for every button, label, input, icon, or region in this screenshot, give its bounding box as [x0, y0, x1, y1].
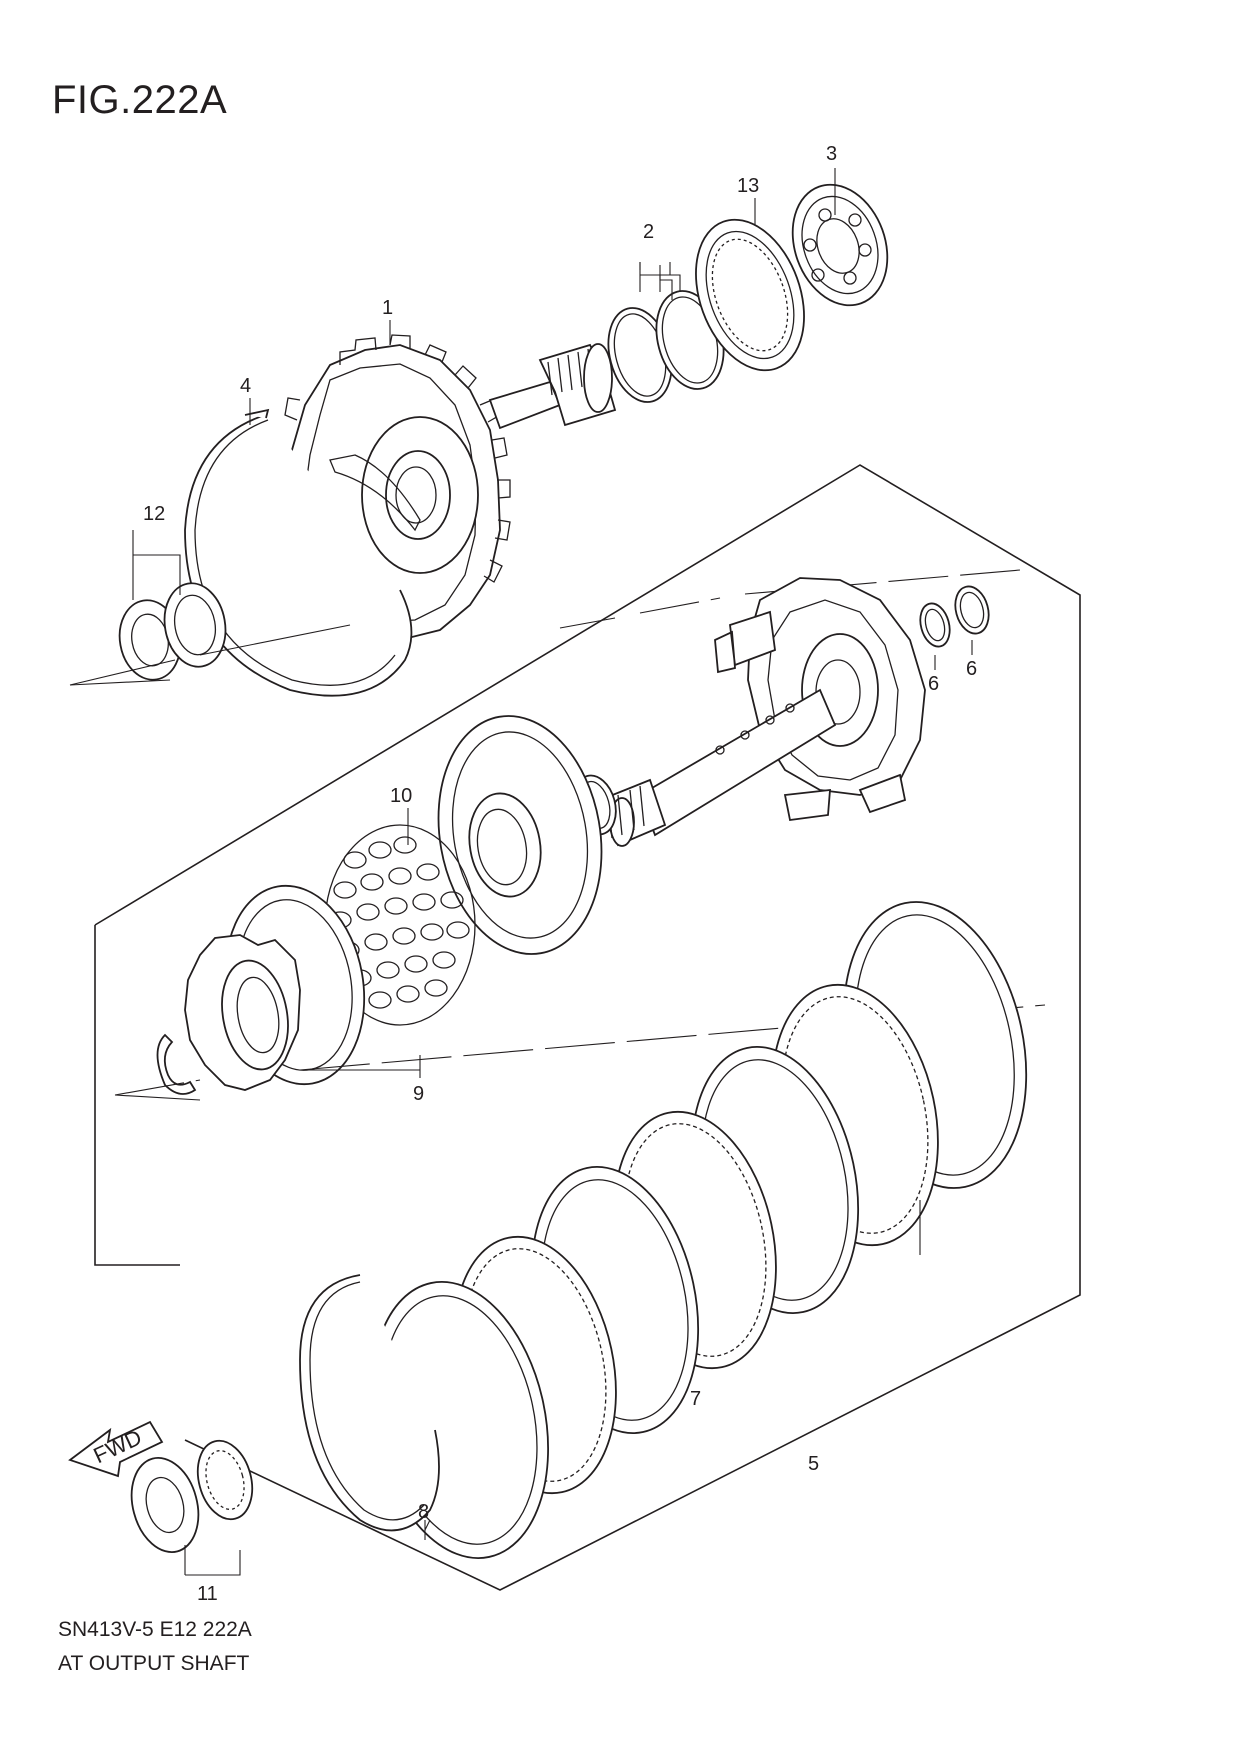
axis-line-upper-left [69, 624, 351, 686]
callout-10: 10 [390, 785, 412, 807]
callout-13: 13 [737, 175, 759, 197]
assembly-frame [94, 464, 1081, 1591]
callout-8: 8 [418, 1501, 429, 1523]
callout-11: 11 [197, 1583, 218, 1605]
part-2-snap-rings [607, 290, 725, 403]
callout-4: 4 [240, 375, 251, 397]
part-9-spring-retainer-hub [184, 884, 366, 1091]
part-12-washers [118, 582, 227, 681]
callout-labels: 1 2 3 4 5 6 6 7 8 9 10 11 12 13 [143, 143, 977, 1605]
figure-title: FIG.222A [52, 78, 228, 122]
callout-6a: 6 [928, 673, 939, 695]
part-13-needle-bearing [695, 218, 805, 372]
callout-6b: 6 [966, 658, 977, 680]
part-clutch-drum-shaft [598, 577, 926, 847]
footer-figure-name: AT OUTPUT SHAFT [58, 1652, 250, 1675]
part-3-ball-bearing [791, 183, 889, 307]
leader-lines [132, 168, 973, 1576]
part-6-o-rings [919, 585, 990, 648]
callout-1: 1 [382, 297, 393, 319]
footer-catalog-code: SN413V-5 E12 222A [58, 1618, 252, 1641]
axis-arrow-middle [114, 1094, 201, 1101]
fwd-arrow-icon: FWD [68, 1420, 164, 1478]
callout-12: 12 [143, 503, 165, 525]
callout-7: 7 [690, 1388, 701, 1410]
part-piston [437, 715, 603, 955]
axis-arrow-upper [69, 679, 171, 686]
assembly-frame-left [94, 925, 180, 1266]
callout-9: 9 [413, 1083, 424, 1105]
callout-5: 5 [808, 1453, 819, 1475]
part-8-snap-ring [299, 1274, 440, 1532]
callout-3: 3 [826, 143, 837, 165]
part-5-clutch-plates [371, 901, 1028, 1559]
part-11-thrust-bearing [130, 1439, 254, 1553]
part-small-snap-ring [156, 1033, 197, 1095]
callout-2: 2 [643, 221, 654, 243]
